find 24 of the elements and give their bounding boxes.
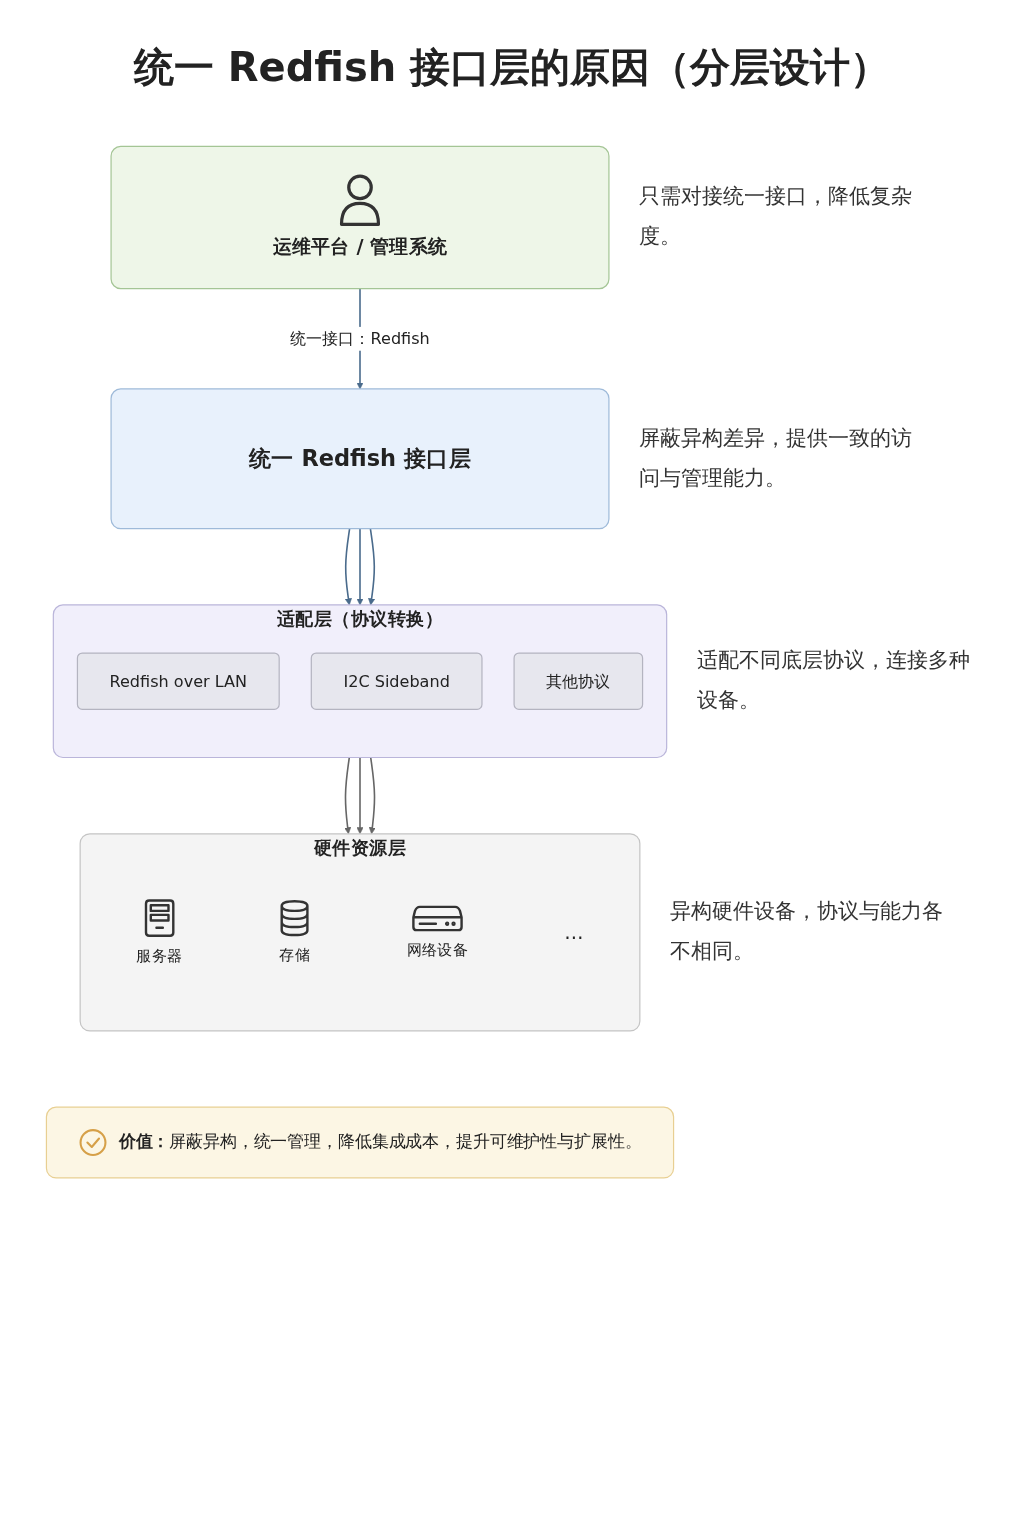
arrow: [344, 527, 352, 606]
platform-label: 运维平台 / 管理系统: [272, 235, 448, 259]
layer-title: 适配层（协议转换）: [276, 608, 444, 630]
device-label: 网络设备: [407, 940, 468, 959]
ellipsis-text: …: [564, 921, 584, 944]
note-text: 屏蔽异构差异，提供一致的访问与管理能力。: [638, 424, 913, 492]
arrow: [356, 527, 364, 606]
note-text: 只需对接统一接口，降低复杂度。: [638, 183, 913, 251]
arrow: [368, 756, 376, 835]
layer-title: 硬件资源层: [313, 837, 407, 858]
edge-label: 统一接口：Redfish: [290, 329, 430, 349]
protocol-label: Redfish over LAN: [109, 671, 248, 691]
note-text: 异构硬件设备，协议与能力各不相同。: [669, 898, 944, 966]
arrow: [368, 527, 376, 606]
device-label: 服务器: [136, 946, 183, 964]
protocol-label: 其他协议: [546, 671, 611, 691]
title: 统一 Redfish 接口层的原因（分层设计）: [133, 43, 891, 92]
device-label: 存储: [279, 945, 310, 964]
layer-title: 统一 Redfish 接口层: [248, 445, 472, 472]
protocol-label: I2C Sideband: [343, 671, 450, 691]
arrow: [356, 756, 364, 835]
note-text: 适配不同底层协议，连接多种设备。: [696, 647, 971, 715]
arrow: [344, 756, 352, 835]
value-text: 价值：屏蔽异构，统一管理，降低集成成本，提升可维护性与扩展性。: [118, 1131, 642, 1151]
